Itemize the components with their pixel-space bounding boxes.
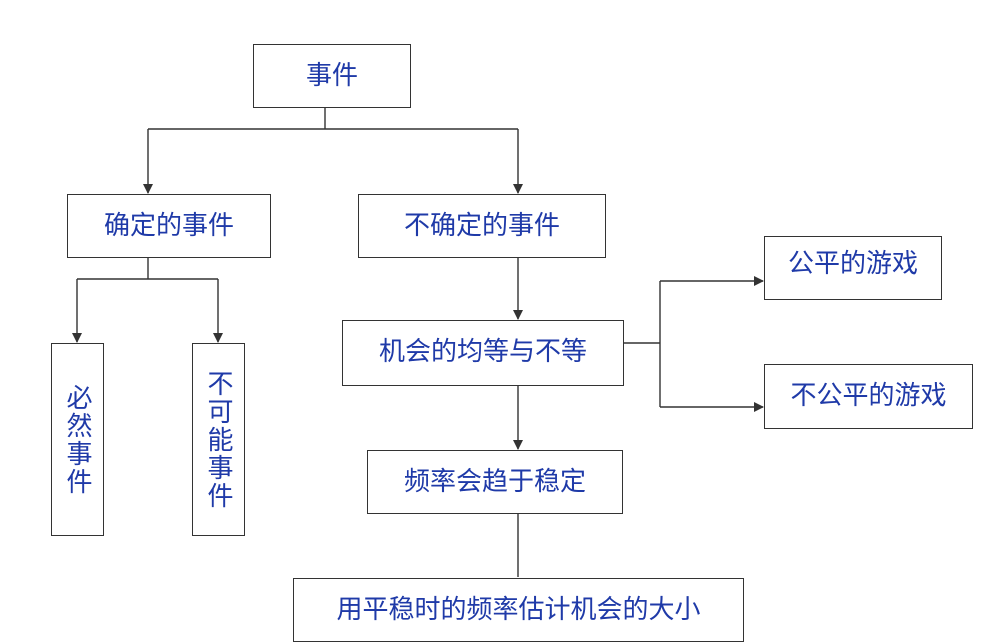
connector-lines [72,108,764,577]
node-unfair-game: 不公平的游戏 [764,364,973,429]
node-event: 事件 [253,44,411,108]
node-frequency-stabilizes: 频率会趋于稳定 [367,450,623,514]
node-inevitable-event: 必然事件 [51,343,104,536]
node-chance-equal-unequal: 机会的均等与不等 [342,320,624,386]
node-uncertain-event: 不确定的事件 [358,194,606,258]
node-fair-game: 公平的游戏 [764,236,942,300]
node-impossible-event: 不可能事件 [192,343,245,536]
node-estimate-chance: 用平稳时的频率估计机会的大小 [293,578,744,642]
node-certain-event: 确定的事件 [67,194,271,258]
